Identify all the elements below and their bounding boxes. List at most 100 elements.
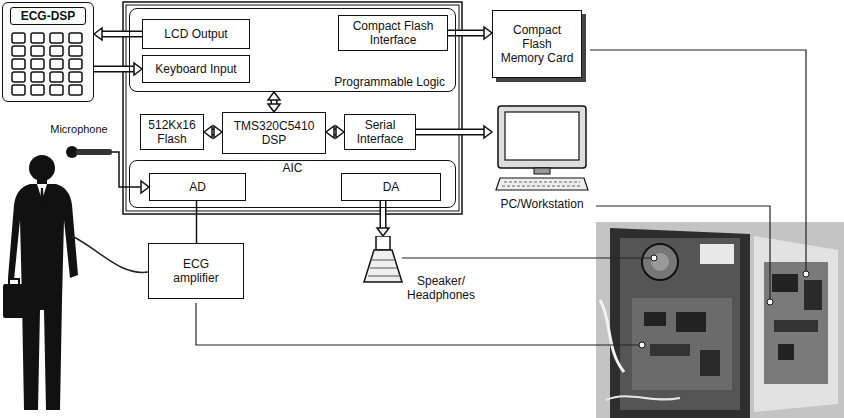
arrow-shaft	[416, 129, 484, 136]
photo-part	[610, 228, 750, 418]
photo-part	[596, 222, 844, 418]
photo-part	[700, 244, 734, 264]
key-symbol	[50, 46, 63, 56]
process-box: LCD Output	[142, 19, 250, 49]
node-label: ECG amplifier	[166, 257, 226, 285]
key-symbol	[31, 46, 44, 56]
wire-line	[112, 152, 141, 187]
arrow-head	[204, 126, 212, 138]
memory-card: Compact Flash Memory Card	[492, 10, 582, 78]
node-label: PC/Workstation	[500, 197, 583, 211]
data-arrow	[94, 28, 142, 40]
monitor-symbol	[498, 106, 586, 168]
key-symbol	[31, 33, 44, 43]
node-label: ECG-DSP	[10, 7, 86, 25]
key-symbol	[31, 72, 44, 82]
key-symbol	[31, 59, 44, 69]
person-silhouette-part	[40, 188, 44, 208]
process-box: Compact Flash Interface	[338, 15, 448, 51]
speaker-magnet	[376, 236, 390, 250]
photo-part	[754, 236, 838, 412]
converter-box: AD	[149, 173, 246, 201]
data-arrow	[326, 126, 344, 138]
key-symbol	[31, 85, 44, 95]
arrow-shaft-inner	[381, 201, 385, 228]
data-arrow	[204, 126, 222, 138]
key-symbol	[50, 72, 63, 82]
photo-part	[642, 244, 678, 280]
person-silhouette-part	[9, 279, 19, 284]
arrow-shaft	[94, 66, 134, 73]
data-arrow	[448, 27, 492, 39]
leader-line-part	[196, 303, 640, 345]
speaker-icon: Speaker/ Headphones	[360, 236, 476, 304]
stand-symbol	[534, 168, 550, 174]
key-symbol	[50, 33, 63, 43]
speaker-grille	[368, 260, 400, 276]
arrow-shaft-inner	[416, 130, 484, 134]
leader-line-part	[590, 50, 806, 272]
key-symbol	[50, 85, 63, 95]
memory-box: 512Kx16 Flash	[140, 114, 204, 150]
photo	[596, 222, 844, 418]
arrow-head	[214, 126, 222, 138]
microphone-handle	[76, 149, 112, 155]
process-box: Serial Interface	[344, 114, 416, 150]
arrow-head	[326, 126, 334, 138]
arrow-shaft	[380, 201, 387, 228]
arrow-head	[268, 104, 280, 112]
board-outline-part	[126, 5, 459, 211]
electrode-wire	[72, 236, 148, 272]
photo-part	[772, 274, 798, 292]
leader-dot-part	[767, 299, 773, 305]
node-label: TMS320C5410 DSP	[227, 119, 321, 147]
key-symbol	[12, 46, 25, 56]
key-symbol	[12, 59, 25, 69]
processor-box: TMS320C5410 DSP	[222, 112, 326, 154]
key-symbol	[50, 59, 63, 69]
node-label: Compact Flash Interface	[343, 19, 443, 47]
photo-part	[632, 298, 732, 390]
electrode-wire-part	[72, 236, 148, 272]
codec-block: AICADDA	[129, 160, 456, 208]
leader-dot-part	[639, 342, 645, 348]
key-symbol	[69, 85, 82, 95]
arrow-shaft-inner	[102, 32, 142, 36]
pc-icon: PC/Workstation	[492, 104, 592, 212]
key-symbol	[69, 72, 82, 82]
logic-block: Programmable LogicLCD OutputKeyboard Inp…	[129, 8, 456, 92]
photo-part	[774, 320, 818, 332]
data-arrow	[94, 63, 142, 75]
node-label: Programmable Logic	[334, 75, 445, 89]
arrow-head	[141, 181, 149, 193]
node-label: DA	[383, 180, 400, 194]
photo-part	[600, 300, 624, 372]
node-label: Speaker/ Headphones	[406, 274, 476, 302]
leader-line-part	[402, 257, 652, 258]
arrow-head	[268, 92, 280, 100]
photo-part	[700, 350, 720, 376]
microphone-icon: Microphone	[46, 122, 112, 164]
speaker-cone	[364, 250, 402, 282]
key-symbol	[12, 85, 25, 95]
arrow-shaft-inner	[448, 31, 484, 35]
key-symbol	[69, 59, 82, 69]
node-label: 512Kx16 Flash	[145, 118, 199, 146]
arrow-shaft-inner	[94, 67, 134, 71]
leader-dot-part	[803, 271, 809, 277]
leader-dot	[639, 255, 809, 348]
data-arrow	[268, 92, 280, 112]
node-label: Microphone	[50, 122, 107, 136]
keyboard-keys	[502, 182, 582, 186]
leader-line-part	[596, 206, 770, 300]
person-silhouette	[3, 155, 78, 410]
signal-wire	[112, 152, 149, 193]
keypad-device: ECG-DSP	[2, 2, 94, 102]
computer-symbol	[492, 104, 592, 212]
board-outline	[123, 2, 462, 214]
leader-dot-part	[651, 255, 657, 261]
arrow-head	[336, 126, 344, 138]
board-outline-part	[123, 2, 462, 214]
node-label: Compact Flash Memory Card	[500, 23, 574, 65]
